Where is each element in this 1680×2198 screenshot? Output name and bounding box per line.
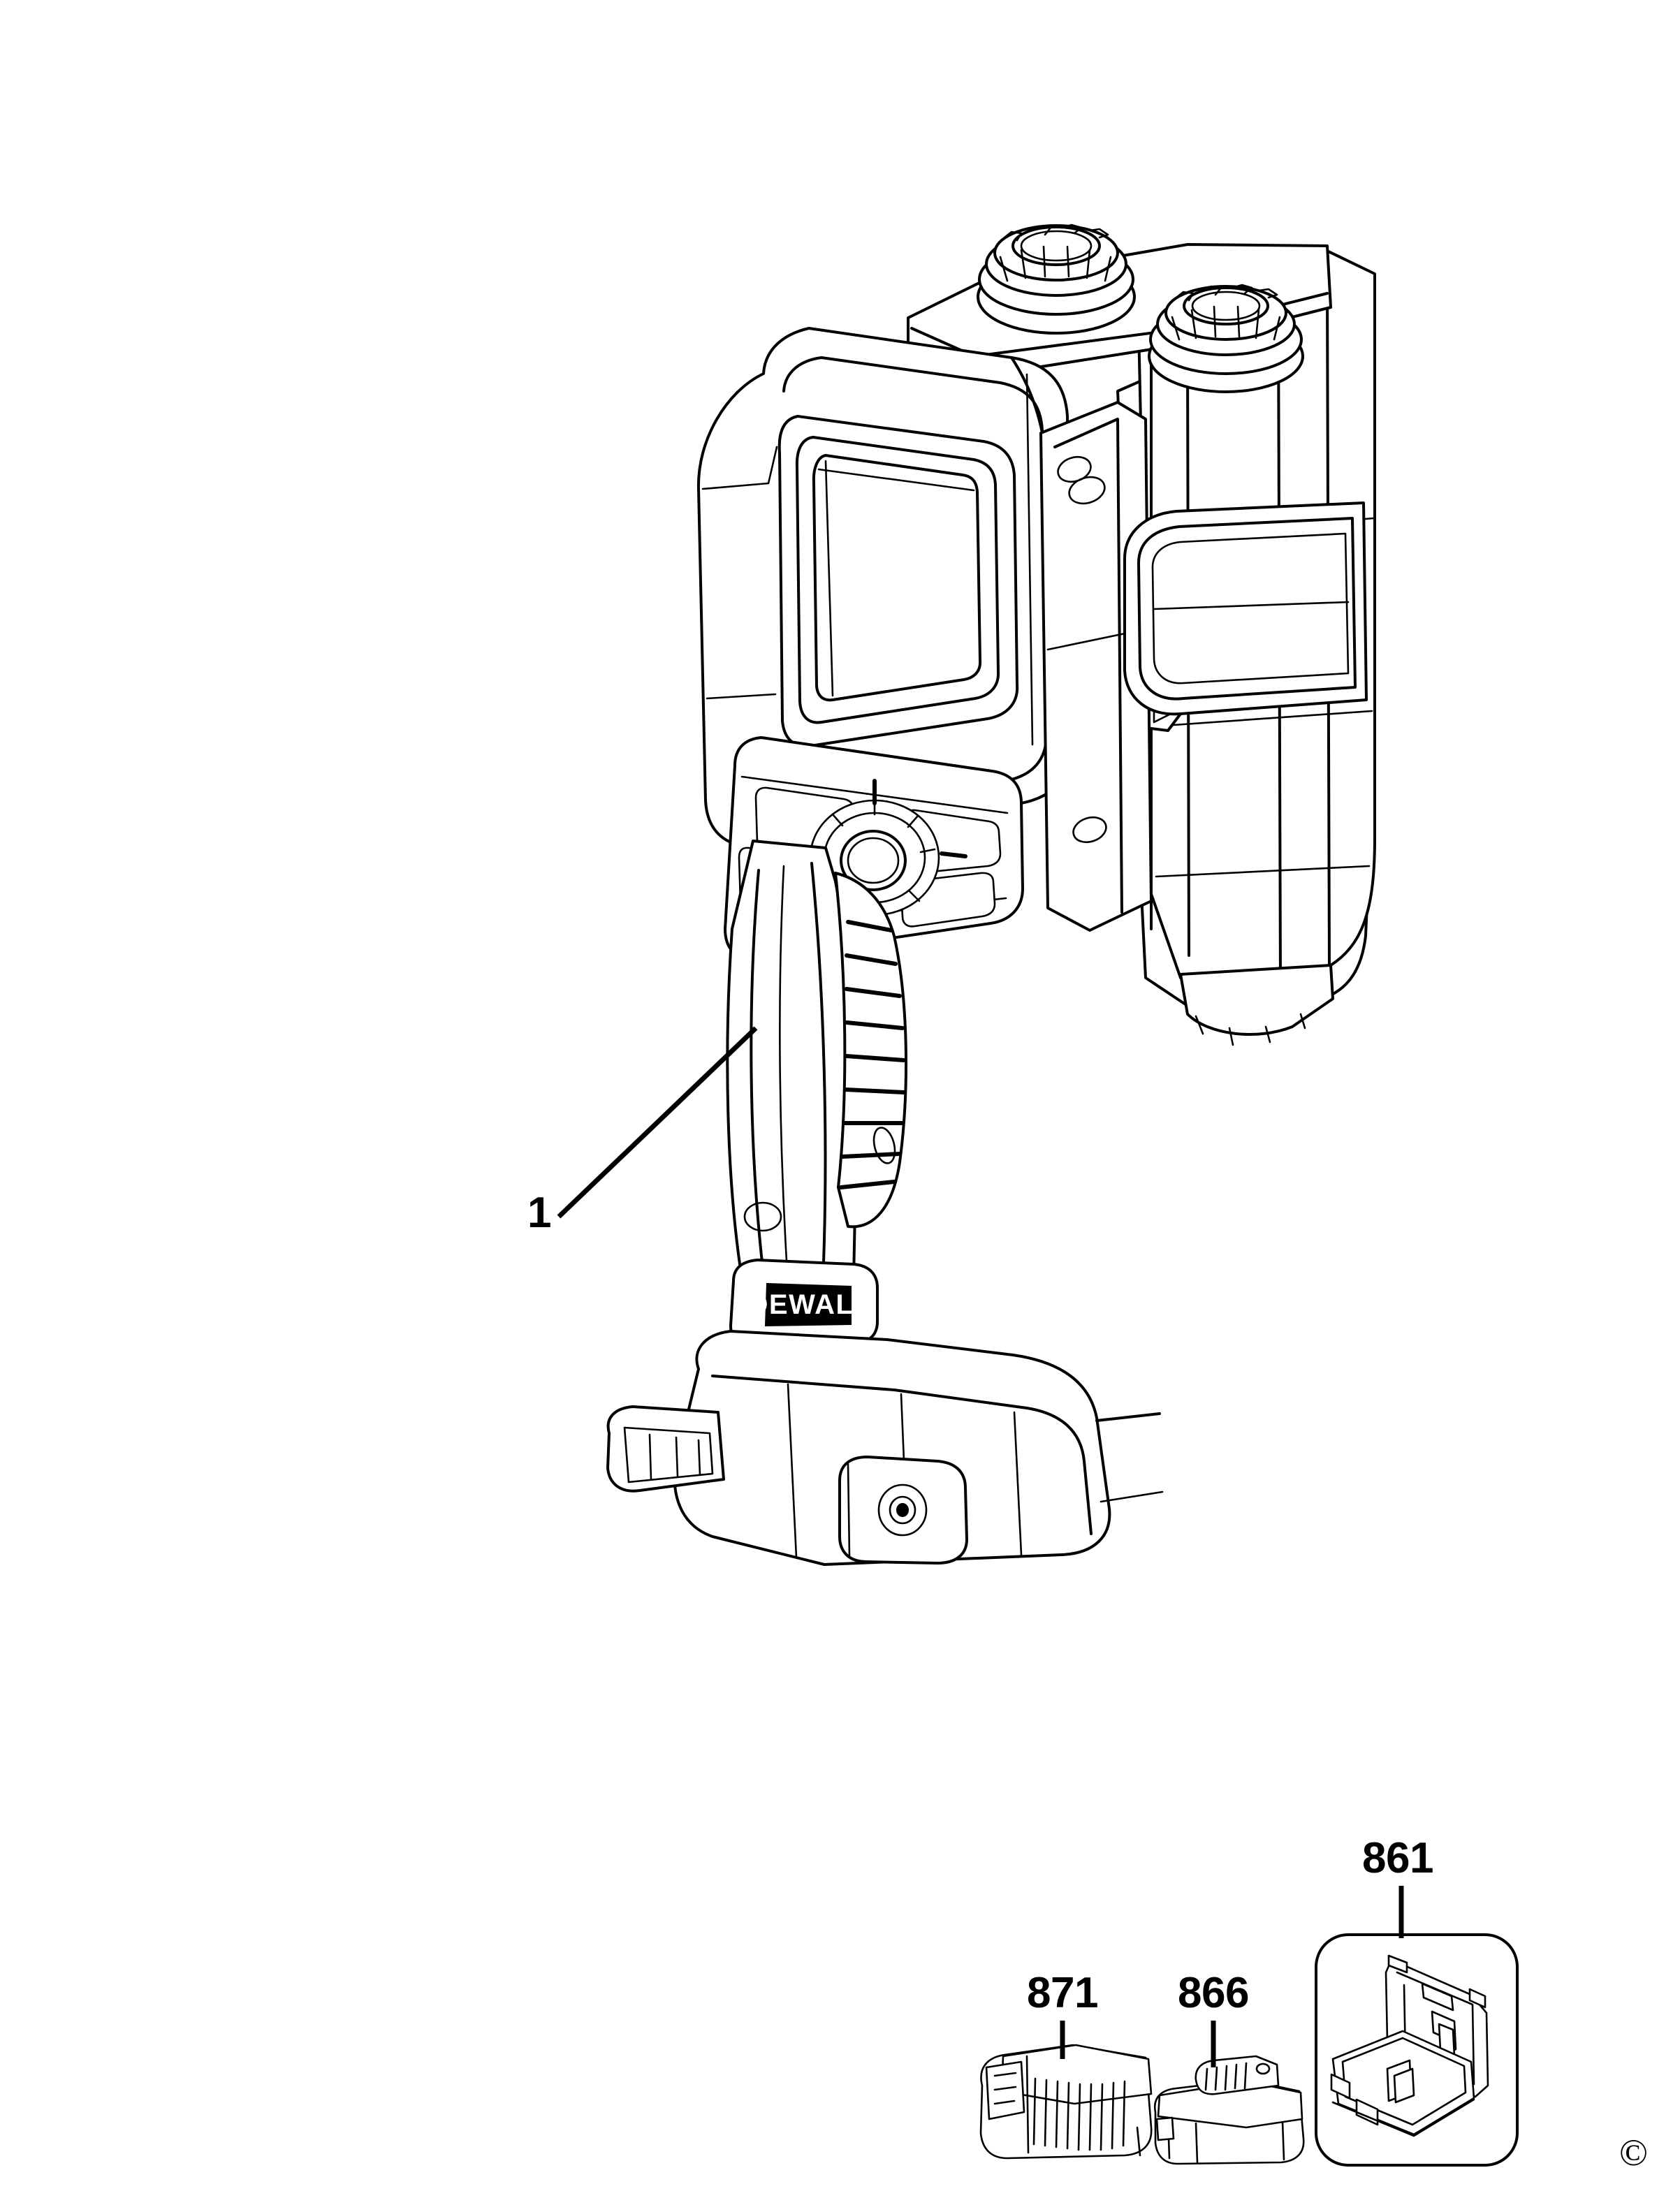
battery-drawing: [1153, 2021, 1305, 2165]
leader-line-1: [557, 1026, 758, 1219]
front-head-shell: [696, 327, 1074, 847]
callout-label-871: 871: [1027, 1969, 1098, 2017]
callout-label-1: 1: [527, 1189, 551, 1237]
main-unit-drawing: DEWALT: [557, 224, 1376, 1566]
brand-badge: DEWALT: [729, 1259, 879, 1349]
callout-label-861: 861: [1362, 1834, 1433, 1882]
side-port-cover: [1123, 501, 1368, 716]
lower-sensor-lens: [1148, 284, 1304, 393]
hand-grip: [726, 840, 908, 1291]
upper-sensor-lens: [977, 224, 1136, 335]
battery-mount-platform: [606, 1330, 1164, 1566]
charger-drawing: [979, 2021, 1153, 2160]
rear-body: [1116, 244, 1376, 1046]
vent-hole: [1057, 455, 1092, 483]
callout-label-866: 866: [1178, 1969, 1249, 2017]
svg-text:DEWALT: DEWALT: [748, 1289, 870, 1320]
case-drawing: [1315, 1886, 1519, 2167]
copyright-symbol: ©: [1619, 2132, 1649, 2174]
